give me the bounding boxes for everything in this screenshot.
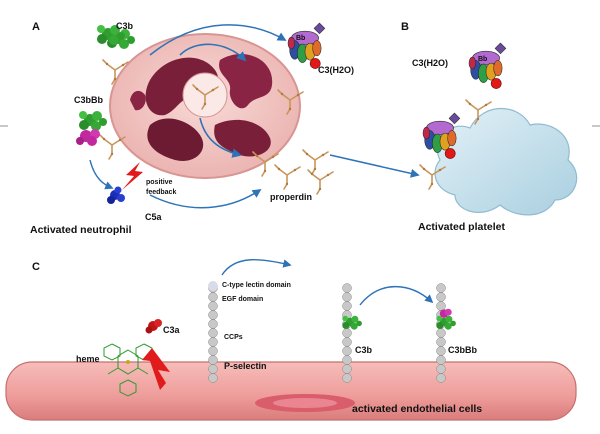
- c3b-protein-icon: [342, 315, 362, 330]
- pselectin-label: P-selectin: [224, 361, 267, 371]
- endothelial-cell: [5, 361, 577, 421]
- c3h2o-label: C3(H2O): [318, 65, 355, 75]
- endothelial-caption: activated endothelial cells: [352, 403, 483, 415]
- properdin-label: properdin: [270, 192, 312, 202]
- c3bbb-label-c: C3bBb: [448, 345, 477, 355]
- c3bbb-protein-icon: [436, 308, 456, 330]
- bb-label: Bb: [296, 35, 306, 42]
- lightning-bolt-icon: [142, 348, 170, 390]
- feedback-label: feedback: [146, 189, 177, 196]
- platelet-cell: [434, 107, 578, 216]
- panel-a-label: A: [32, 21, 40, 33]
- ctype-lectin-label: C-type lectin domain: [222, 282, 291, 289]
- c3b-label: C3b: [116, 21, 134, 31]
- c5a-protein-icon: [107, 186, 125, 204]
- platelet-caption: Activated platelet: [418, 221, 505, 233]
- bb-protein-icon: [287, 22, 326, 69]
- positive-label: positive: [146, 179, 173, 186]
- neutrophil-caption: Activated neutrophil: [30, 224, 132, 236]
- heme-label: heme: [76, 354, 100, 364]
- c3h2o-label-b: C3(H2O): [412, 58, 449, 68]
- ccps-label: CCPs: [224, 334, 243, 341]
- panel-b-label: B: [401, 21, 409, 33]
- egf-label: EGF domain: [222, 296, 264, 303]
- bb-label-b: Bb: [478, 56, 488, 63]
- neutrophil-cell: [109, 33, 301, 179]
- c3bbb-label: C3bBb: [74, 95, 103, 105]
- c3a-label: C3a: [163, 325, 180, 335]
- c3bbb-protein-icon: [76, 111, 107, 146]
- pselectin-icon: [342, 283, 352, 383]
- pselectin-icon: [436, 283, 446, 383]
- bb-protein-icon: [468, 42, 507, 89]
- pselectin-icon: [208, 281, 218, 383]
- lightning-bolt-icon: [122, 162, 143, 190]
- c5a-label: C5a: [145, 212, 162, 222]
- c3b-label-c: C3b: [355, 345, 373, 355]
- c3a-protein-icon: [145, 319, 162, 334]
- panel-c-label: C: [32, 261, 40, 273]
